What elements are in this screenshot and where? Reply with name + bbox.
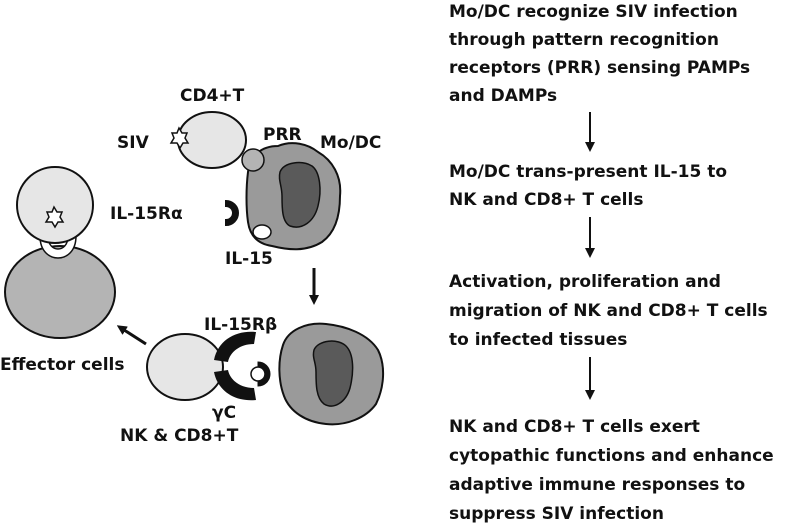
label-nk-cd8: NK & CD8+T	[120, 426, 239, 446]
effector-siv-icon	[44, 205, 65, 229]
step-1-line-3: receptors (PRR) sensing PAMPs	[449, 58, 750, 78]
label-gamma-c: γC	[212, 403, 236, 423]
cd4t-cell	[177, 111, 247, 169]
step-3: Activation, proliferation and migration …	[449, 272, 768, 350]
il15rb-receptor-icon	[214, 331, 256, 362]
step-1-line-2: through pattern recognition	[449, 30, 719, 50]
step-3-line-1: Activation, proliferation and	[449, 272, 721, 292]
label-il15: IL-15	[225, 249, 273, 269]
effector-target-cell	[16, 166, 94, 244]
siv-virus-icon	[169, 126, 190, 150]
nk-cd8-cell	[146, 333, 224, 401]
step-1-line-1: Mo/DC recognize SIV infection	[449, 2, 738, 22]
label-prr: PRR	[263, 125, 302, 145]
il15ra-receptor-icon	[225, 199, 239, 227]
step-4-line-4: suppress SIV infection	[449, 504, 664, 524]
step-3-line-2: migration of NK and CD8+ T cells	[449, 301, 768, 321]
effector-cell-large	[4, 245, 116, 339]
step-2: Mo/DC trans-present IL-15 to NK and CD8+…	[449, 162, 727, 210]
il15ra-lower-icon	[257, 361, 271, 387]
gamma-c-receptor-icon	[214, 370, 256, 401]
label-modc: Mo/DC	[320, 133, 381, 153]
step-1: Mo/DC recognize SIV infection through pa…	[449, 2, 750, 106]
step-3-line-3: to infected tissues	[449, 330, 627, 350]
prr-receptor	[241, 148, 265, 172]
label-siv: SIV	[117, 133, 150, 153]
step-1-line-4: and DAMPs	[449, 86, 557, 106]
modc-nucleus-upper	[278, 161, 321, 228]
arrow-to-effector	[116, 325, 147, 346]
step-2-line-1: Mo/DC trans-present IL-15 to	[449, 162, 727, 182]
step-4-line-2: cytopathic functions and enhance	[449, 446, 774, 466]
step-4-line-1: NK and CD8+ T cells exert	[449, 417, 700, 437]
label-il15ra: IL-15Rα	[110, 204, 183, 224]
step-2-line-2: NK and CD8+ T cells	[449, 190, 643, 210]
step-4: NK and CD8+ T cells exert cytopathic fun…	[449, 417, 774, 524]
label-cd4t: CD4+T	[180, 86, 245, 106]
modc-nucleus-lower	[312, 340, 354, 407]
il15-cytokine-icon	[252, 224, 272, 240]
step-4-line-3: adaptive immune responses to	[449, 475, 745, 495]
label-il15rb: IL-15Rβ	[204, 315, 277, 335]
label-effector: Effector cells	[0, 355, 124, 375]
